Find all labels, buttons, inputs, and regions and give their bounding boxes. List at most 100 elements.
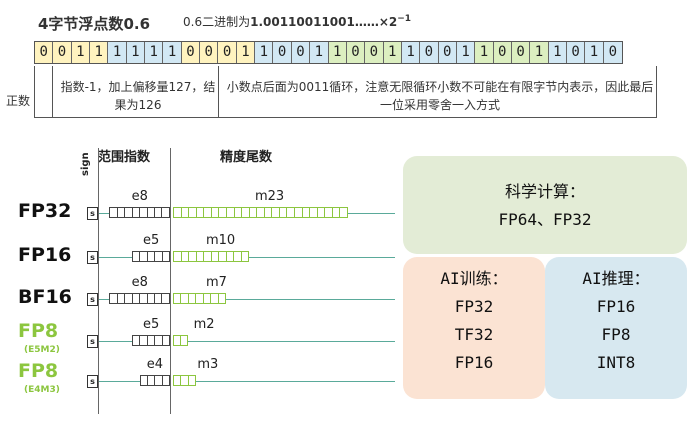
bit-cell: 0 [420,42,439,63]
training-box: AI训练： FP32 TF32 FP16 [403,257,545,399]
bit-slot [181,294,189,303]
bit-slot [242,252,249,261]
bit-slot [287,208,295,217]
bit-cell: 1 [401,42,421,63]
bit-cell: 1 [126,42,146,63]
bit-cell: 1 [456,42,476,63]
exponent-label: e5 [143,317,160,332]
exponent-label: e4 [146,357,164,372]
bit-slot [133,252,141,261]
bit-slot [181,376,189,385]
training-item: FP32 [454,297,494,316]
format-name: BF16 [18,286,72,308]
formula-binary: 1.00110011001 [250,15,355,29]
science-item: FP64、FP32 [498,210,592,229]
exponent-divider-line [170,148,171,414]
bit-slot [333,208,341,217]
bit-slot [155,208,163,217]
bit-slot [219,208,227,217]
bit-cell: 0 [566,42,586,63]
bit-slot [196,294,204,303]
inference-box: AI推理： FP16 FP8 INT8 [545,257,687,399]
bit-slot [133,294,141,303]
header-sign: sign [80,152,91,176]
format-subname: (E5M2) [24,345,60,355]
bit-slot [310,208,318,217]
bit-slot [155,252,163,261]
inference-item: INT8 [596,353,636,372]
bit-slot [204,294,212,303]
connector-line [249,257,395,258]
mantissa-label: m23 [255,189,285,204]
bit-slot [174,252,182,261]
inference-title: AI推理： [582,269,650,288]
bit-cell: 0 [346,42,366,63]
format-name: FP8 [18,320,59,342]
bit-slot [227,252,234,261]
mantissa-note: 小数点后面为0011循环，注意无限循环小数不可能在有限字节内表示，因此最后一位采… [226,80,654,112]
bit-slot [211,294,219,303]
inference-item: FP16 [596,297,636,316]
format-name: FP16 [18,244,72,266]
bit-slot [174,376,182,385]
format-name: FP32 [18,200,72,222]
exponent-bits [109,207,170,218]
bit-slot [125,208,133,217]
bit-cell: 1 [163,42,182,63]
bit-cell: 1 [585,42,604,63]
bit-slot [280,208,288,217]
header-precision-mantissa: 精度尾数 [220,150,273,165]
bit-slot [148,294,155,303]
bit-slot [325,208,333,217]
section-title: 4字节浮点数0.6 [38,15,151,33]
connector-line [99,341,132,342]
bit-slot [340,208,347,217]
bit-slot [133,208,141,217]
bit-slot [219,252,227,261]
bit-cell: 1 [108,42,127,63]
bit-slot [189,376,195,385]
bit-cell: 1 [255,42,274,63]
sign-box: s [87,375,98,388]
bit-cell: 0 [291,42,311,63]
bit-slot [318,208,326,217]
bit-cell: 1 [475,42,494,63]
bit-slot [189,208,197,217]
bit-slot [163,336,169,345]
bit-slot [140,252,148,261]
bit-slot [197,252,204,261]
bit-slot [162,208,168,217]
bit-cell: 1 [328,42,347,63]
bit-cell: 1 [548,42,567,63]
bit-slot [140,336,148,345]
exponent-note: 指数-1，加上偏移量127，结果为126 [60,80,216,112]
bit-cell: 1 [236,42,256,63]
bit-slot [162,294,168,303]
bracket-divider-exponent [218,66,219,118]
mantissa-label: m2 [193,317,215,332]
bit-slot [141,376,148,385]
bit-slot [204,252,212,261]
bit-slot [140,208,148,217]
formula-prefix: 0.6二进制为 [183,15,251,29]
bit-slot [110,294,118,303]
bit-cell: 1 [71,42,91,63]
exponent-label: e5 [143,233,160,248]
sign-box: s [87,293,98,306]
bit-cell: 0 [511,42,531,63]
connector-line [99,381,140,382]
bit-slot [250,208,258,217]
mantissa-bits [173,335,189,346]
bit-cell: 1 [310,42,329,63]
mantissa-label: m10 [206,233,236,248]
bit-slot [295,208,303,217]
field-bracket [34,66,657,118]
bit-slot [110,208,118,217]
bit-slot [140,294,148,303]
bit-cell: 0 [493,42,512,63]
mantissa-bits [173,293,227,304]
sign-divider-line [98,148,99,414]
bit-slot [219,294,225,303]
bit-slot [235,208,243,217]
mantissa-label: m3 [197,357,219,372]
